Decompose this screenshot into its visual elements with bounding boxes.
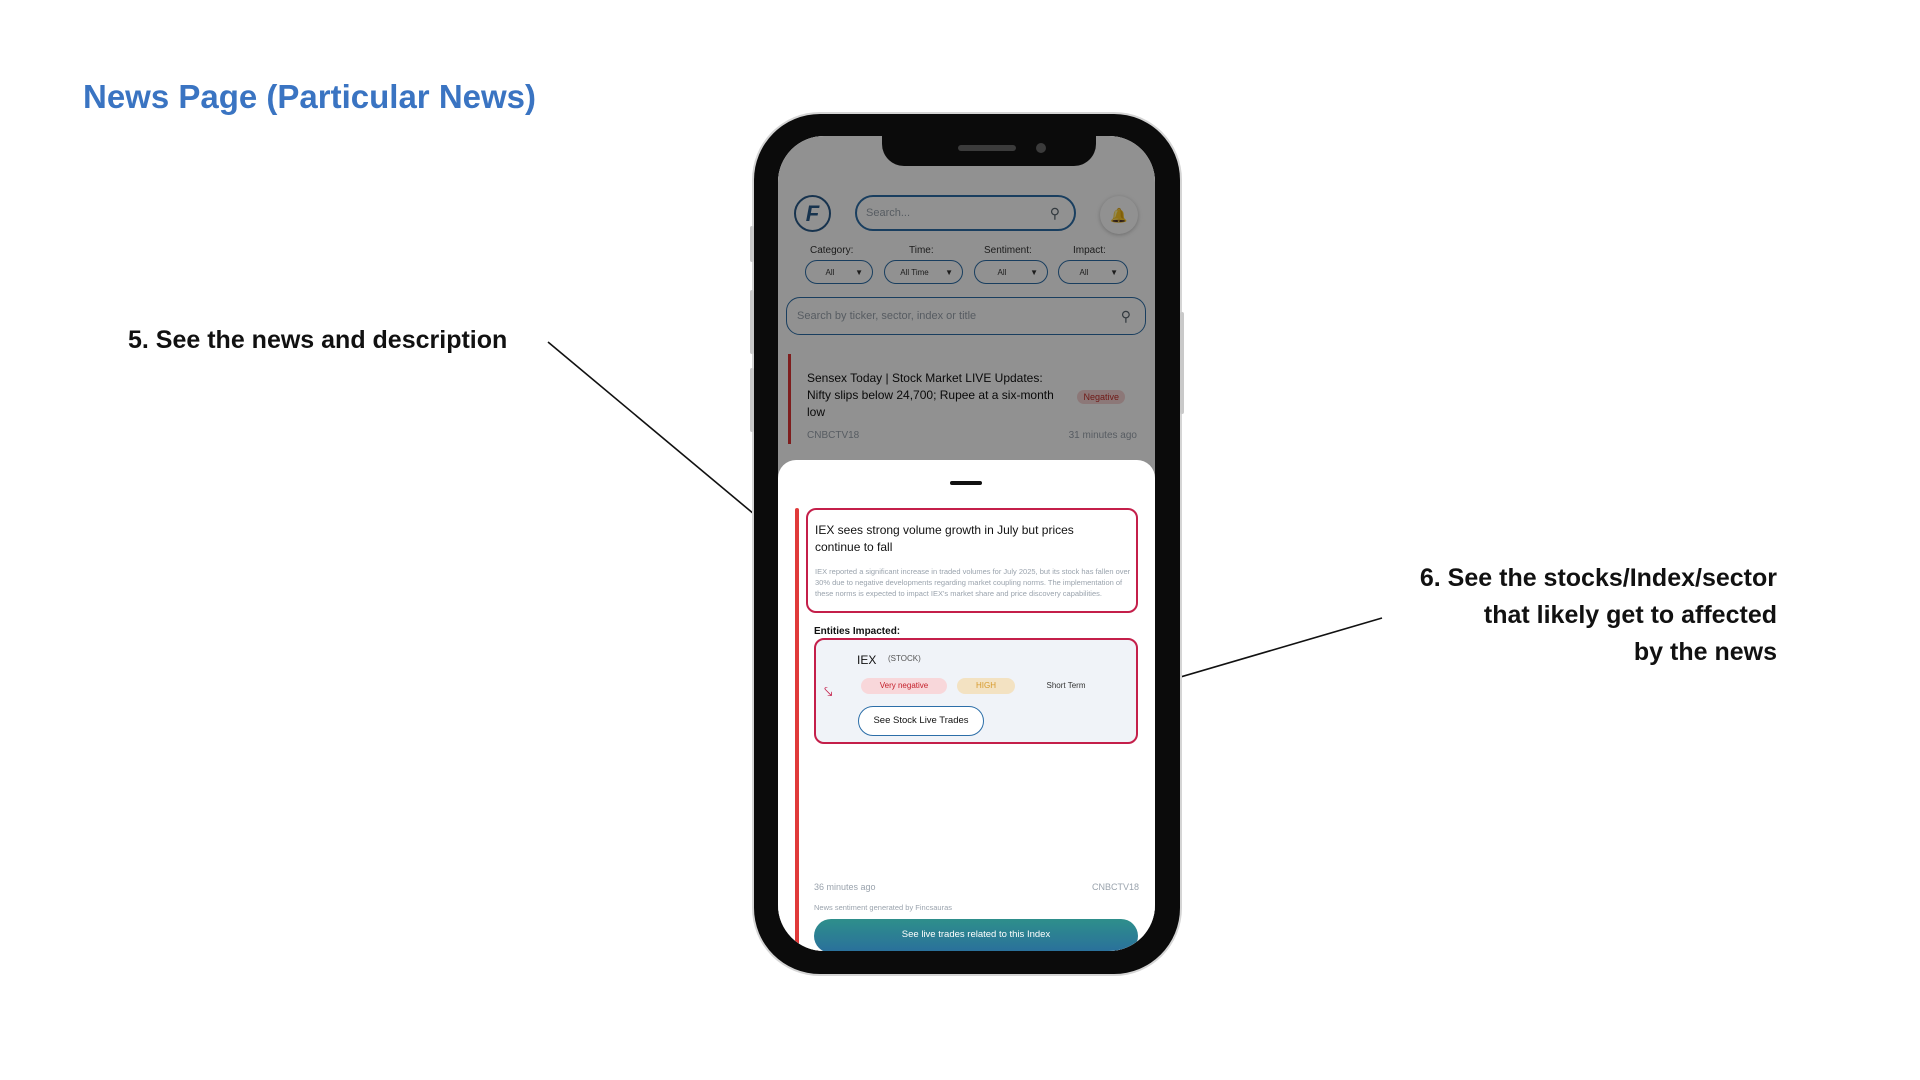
sentiment-rail <box>795 508 799 951</box>
filter-impact-select[interactable]: All ▼ <box>1058 260 1128 284</box>
see-stock-live-trades-button[interactable]: See Stock Live Trades <box>858 706 984 736</box>
sentiment-chip: Very negative <box>861 678 947 694</box>
arrow-6 <box>1141 617 1383 691</box>
impact-chip: HIGH <box>957 678 1015 694</box>
filter-label-impact: Impact: <box>1073 245 1106 256</box>
search-placeholder: Search... <box>866 207 911 219</box>
filter-sentiment-value: All <box>997 268 1007 277</box>
trend-down-icon: ⤥ <box>824 684 833 701</box>
app-logo[interactable]: F <box>794 195 831 232</box>
entity-card: IEX (STOCK) ⤥ Very negative HIGH Short T… <box>814 638 1138 744</box>
news-list-item[interactable]: Sensex Today | Stock Market LIVE Updates… <box>788 354 1147 444</box>
sentiment-badge: Negative <box>1077 390 1125 404</box>
filter-label-time: Time: <box>909 245 934 256</box>
news-list-item-title: Sensex Today | Stock Market LIVE Updates… <box>807 371 1054 419</box>
phone-button-volume-up <box>750 290 754 354</box>
news-list-item-source: CNBCTV18 <box>807 430 860 441</box>
news-detail-sheet: IEX sees strong volume growth in July bu… <box>778 460 1155 951</box>
notification-bell-icon[interactable]: 🔔 <box>1100 196 1138 234</box>
filter-impact-value: All <box>1079 268 1089 277</box>
entities-impacted-label: Entities Impacted: <box>814 626 901 637</box>
chevron-down-icon: ▼ <box>945 268 953 277</box>
filter-label-category: Category: <box>810 245 854 256</box>
filter-label-sentiment: Sentiment: <box>984 245 1032 256</box>
ticker-search-input[interactable]: Search by ticker, sector, index or title… <box>786 297 1146 335</box>
search-icon: ⚲ <box>1120 308 1131 324</box>
news-list-item-time: 31 minutes ago <box>1068 430 1137 441</box>
sheet-drag-handle[interactable] <box>950 481 982 485</box>
speaker <box>958 145 1016 151</box>
annotation-news-description: 5. See the news and description <box>128 326 508 354</box>
filter-category-select[interactable]: All ▼ <box>805 260 873 284</box>
entity-type: (STOCK) <box>888 654 921 663</box>
annotation-6-line-3: by the news <box>1633 638 1777 666</box>
notch <box>882 136 1096 166</box>
news-detail-card: IEX sees strong volume growth in July bu… <box>806 508 1138 613</box>
entity-name: IEX <box>857 653 877 667</box>
filter-sentiment-select[interactable]: All ▼ <box>974 260 1048 284</box>
annotation-6-line-1: 6. See the stocks/Index/sector <box>1419 564 1777 592</box>
camera <box>1036 143 1046 153</box>
ticker-search-placeholder: Search by ticker, sector, index or title <box>797 310 977 322</box>
chevron-down-icon: ▼ <box>1110 268 1118 277</box>
sentiment-note: News sentiment generated by Fincsauras <box>814 903 952 912</box>
filter-time-select[interactable]: All Time ▼ <box>884 260 963 284</box>
phone-screen: F Search... ⚲ 🔔 Category: Time: Sentimen… <box>778 136 1155 951</box>
filter-category-value: All <box>825 268 835 277</box>
chevron-down-icon: ▼ <box>1030 268 1038 277</box>
news-description: IEX reported a significant increase in t… <box>815 567 1131 598</box>
chevron-down-icon: ▼ <box>855 268 863 277</box>
news-time: 36 minutes ago <box>814 882 876 892</box>
phone-frame: F Search... ⚲ 🔔 Category: Time: Sentimen… <box>750 114 1184 974</box>
page-title: News Page (Particular News) <box>83 78 537 115</box>
search-icon: ⚲ <box>1049 205 1060 221</box>
filter-time-value: All Time <box>900 268 929 277</box>
phone-button-power <box>1180 312 1184 414</box>
phone-button-volume-down <box>750 368 754 432</box>
phone-button-mute <box>750 226 754 262</box>
annotation-6-line-2: that likely get to affected <box>1483 601 1777 629</box>
news-headline: IEX sees strong volume growth in July bu… <box>815 523 1074 554</box>
term-chip: Short Term <box>1046 681 1086 690</box>
news-source: CNBCTV18 <box>1091 882 1139 892</box>
see-live-trades-index-button[interactable]: See live trades related to this Index <box>814 919 1138 951</box>
search-input[interactable]: Search... ⚲ <box>855 195 1076 231</box>
annotation-entities: 6. See the stocks/Index/sector that like… <box>1257 560 1777 671</box>
